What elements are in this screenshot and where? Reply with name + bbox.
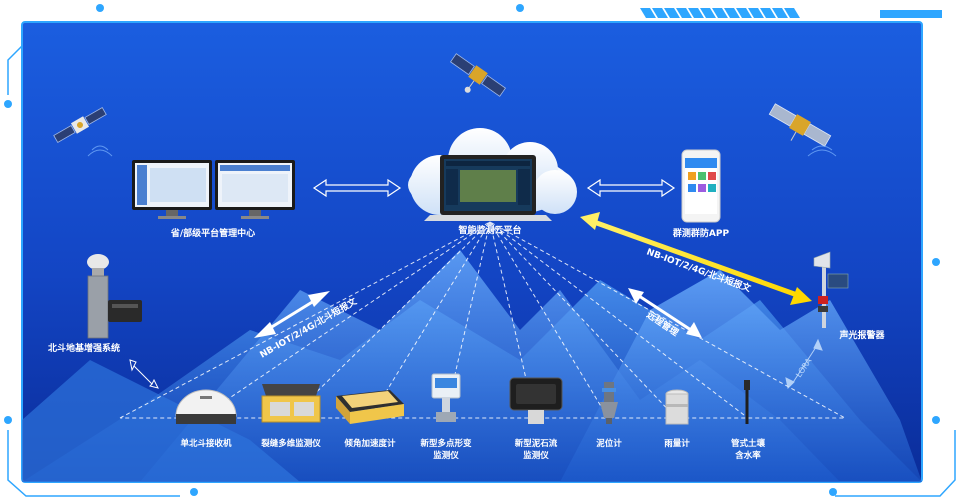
satellite-top-icon (450, 53, 506, 97)
satellite-right-signal (807, 145, 837, 157)
alarm-pole-icon (813, 251, 849, 328)
smartphone-icon (681, 149, 721, 223)
cloud-platform-label: 智能监测云平台 (458, 224, 521, 236)
monitor-right-icon (215, 160, 295, 219)
connection-lines (119, 221, 846, 419)
device-label: 雨量计 (664, 438, 690, 449)
satellite-right-icon (768, 103, 832, 147)
double-arrow-left (312, 178, 402, 198)
device-label: 裂缝多维监测仪 (260, 438, 321, 449)
cloud-platform-node: 智能监测云平台 (408, 128, 577, 236)
beidou-base-arrow (129, 359, 159, 389)
debris-flow-monitor-icon (509, 377, 563, 424)
device-label-line2: 含水率 (734, 450, 761, 461)
beidou-base-label: 北斗地基增强系统 (48, 342, 120, 354)
gnss-antenna-icon (87, 254, 142, 339)
mountain-background (22, 250, 922, 482)
monitor-left-icon (132, 160, 212, 219)
device-debris-flow-monitor: 新型泥石流 监测仪 (509, 377, 563, 461)
device-label-line1: 新型多点形变 (420, 438, 472, 449)
device-mud-level-gauge: 泥位计 (596, 382, 622, 449)
lora-arrow (785, 338, 823, 390)
alarm-label: 声光报警器 (838, 329, 885, 341)
management-center-node: 省/部级平台管理中心 (132, 160, 295, 239)
management-center-label: 省/部级平台管理中心 (170, 227, 255, 239)
device-rain-gauge: 雨量计 (664, 389, 690, 449)
device-label: 泥位计 (596, 438, 622, 449)
device-accelerometer: 倾角加速度计 (336, 390, 404, 449)
device-crack-monitor: 裂缝多维监测仪 (260, 384, 321, 449)
laptop-dashboard-icon (424, 155, 552, 221)
accelerometer-icon (336, 390, 404, 424)
app-label: 群测群防APP (672, 227, 730, 239)
crack-monitor-icon (261, 384, 321, 423)
device-label-line2: 监测仪 (433, 450, 459, 461)
beidou-base-node: 北斗地基增强系统 (48, 254, 159, 389)
device-label: 倾角加速度计 (343, 438, 396, 449)
deformation-monitor-icon (431, 373, 461, 422)
soil-moisture-probe-icon (744, 380, 750, 424)
device-label-line2: 监测仪 (523, 450, 549, 461)
rain-gauge-icon (665, 389, 689, 425)
double-arrow-right (586, 178, 676, 198)
dome-receiver-icon (175, 389, 237, 424)
corner-stripes (640, 8, 800, 18)
device-label-line1: 新型泥石流 (515, 438, 558, 449)
satellite-left-icon (53, 106, 107, 144)
device-deformation-monitor: 新型多点形变 监测仪 (420, 373, 472, 461)
app-node: 群测群防APP (672, 149, 730, 239)
device-label: 单北斗接收机 (180, 438, 232, 449)
device-soil-moisture-probe: 管式土壤 含水率 (731, 380, 766, 461)
device-label-line1: 管式土壤 (731, 438, 766, 449)
satellite-left-signal (87, 145, 113, 157)
mud-level-gauge-icon (600, 382, 618, 424)
device-dome-receiver: 单北斗接收机 (175, 389, 237, 449)
